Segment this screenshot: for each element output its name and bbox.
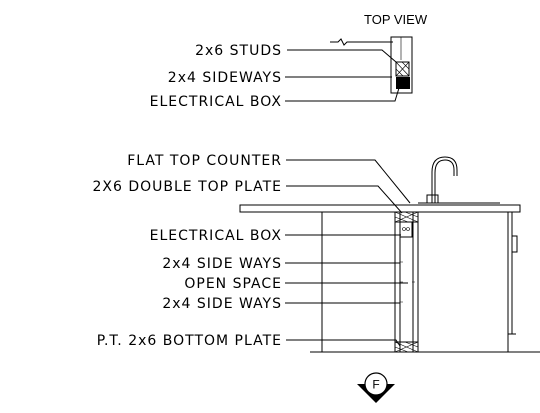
outlet-hole-2 — [406, 227, 410, 231]
label-2x6-studs: 2x6 STUDS — [195, 43, 282, 59]
wall-break-line — [330, 38, 393, 46]
wall-plan-outline — [390, 36, 413, 94]
bottom-plate-hatch — [394, 341, 419, 353]
leader-top-plate — [286, 185, 403, 214]
label-bottom-plate: P.T. 2x6 BOTTOM PLATE — [97, 333, 282, 349]
label-open-space: OPEN SPACE — [184, 276, 282, 292]
countertop — [239, 204, 521, 213]
faucet — [431, 156, 458, 203]
outlet-hole-1 — [402, 227, 406, 231]
label-2x4-sideways: 2x4 SIDEWAYS — [168, 70, 282, 86]
leader-ticks — [400, 261, 415, 303]
leader-studs — [287, 49, 397, 63]
leader-counter — [286, 159, 411, 204]
leader-electrical-box-top — [285, 87, 400, 102]
section-marker-circle — [364, 372, 388, 396]
label-electrical-box-top: ELECTRICAL BOX — [150, 94, 282, 110]
faucet-inner — [434, 159, 455, 203]
label-side-ways-2: 2x4 SIDE WAYS — [162, 296, 282, 312]
label-double-top-plate: 2X6 DOUBLE TOP PLATE — [92, 179, 282, 195]
leader-bottom-plate — [286, 339, 401, 347]
sideways-hatch — [395, 61, 410, 77]
label-electrical-box: ELECTRICAL BOX — [150, 228, 282, 244]
top-plate-hatch — [394, 211, 419, 223]
section-marker: F — [357, 372, 395, 403]
section-marker-letter: F — [372, 378, 379, 392]
label-flat-top-counter: FLAT TOP COUNTER — [127, 153, 282, 169]
cabinet-handle — [512, 235, 518, 253]
electrical-box-plan — [396, 77, 410, 89]
section-view: FLAT TOP COUNTER 2X6 DOUBLE TOP PLATE EL… — [92, 153, 540, 353]
electrical-box-section — [399, 221, 413, 238]
top-view-title: TOP VIEW — [364, 12, 428, 27]
top-view: TOP VIEW 2x6 STUDS 2x4 SIDEWAYS ELECTRIC… — [150, 12, 428, 110]
label-side-ways-1: 2x4 SIDE WAYS — [162, 256, 282, 272]
